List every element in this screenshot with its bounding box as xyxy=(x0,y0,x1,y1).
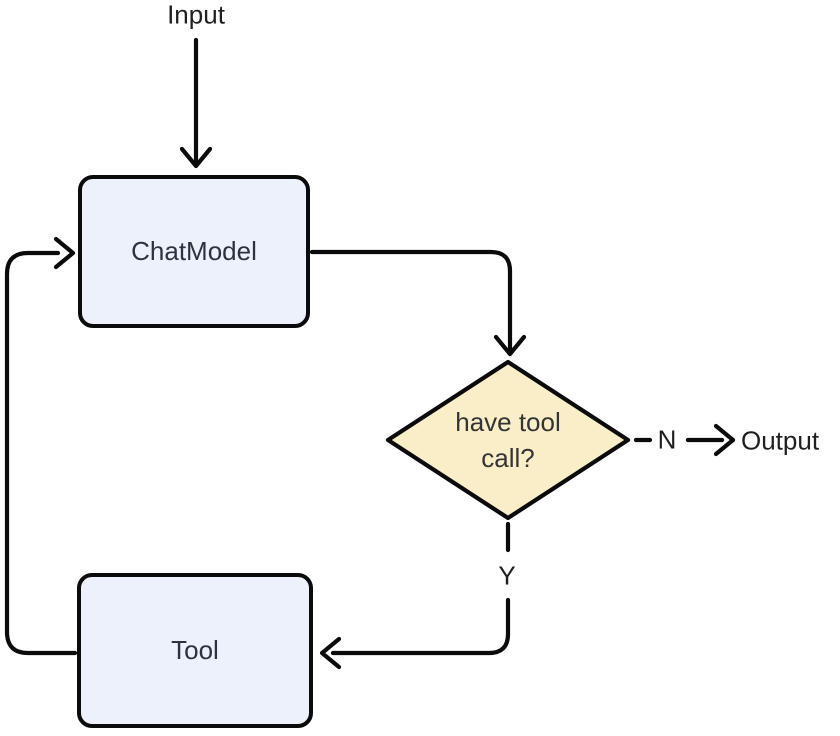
edge-label-no: N xyxy=(657,424,677,455)
node-tool-label: Tool xyxy=(171,634,219,665)
node-chatmodel: ChatModel xyxy=(78,175,310,328)
node-tool: Tool xyxy=(77,573,313,728)
node-decision-label: have tool call? xyxy=(388,362,628,518)
arrowhead-down-icon xyxy=(493,334,527,357)
arrowhead-down-icon xyxy=(179,146,213,169)
edge-chatmodel-to-decision xyxy=(309,249,513,352)
decision-label-line1: have tool xyxy=(455,407,561,437)
node-input-label: Input xyxy=(167,0,225,30)
arrowhead-right-icon xyxy=(53,236,76,270)
node-decision-diamond xyxy=(385,359,631,521)
arrowhead-right-icon xyxy=(713,423,736,457)
arrowhead-left-icon xyxy=(319,636,342,670)
edge-decision-to-tool xyxy=(330,597,511,656)
edge-tool-to-chatmodel xyxy=(4,250,78,656)
node-chatmodel-label: ChatModel xyxy=(131,235,257,266)
decision-label-line2: call? xyxy=(481,443,535,473)
edge-label-yes: Y xyxy=(498,560,516,591)
node-output-label: Output xyxy=(741,425,820,456)
